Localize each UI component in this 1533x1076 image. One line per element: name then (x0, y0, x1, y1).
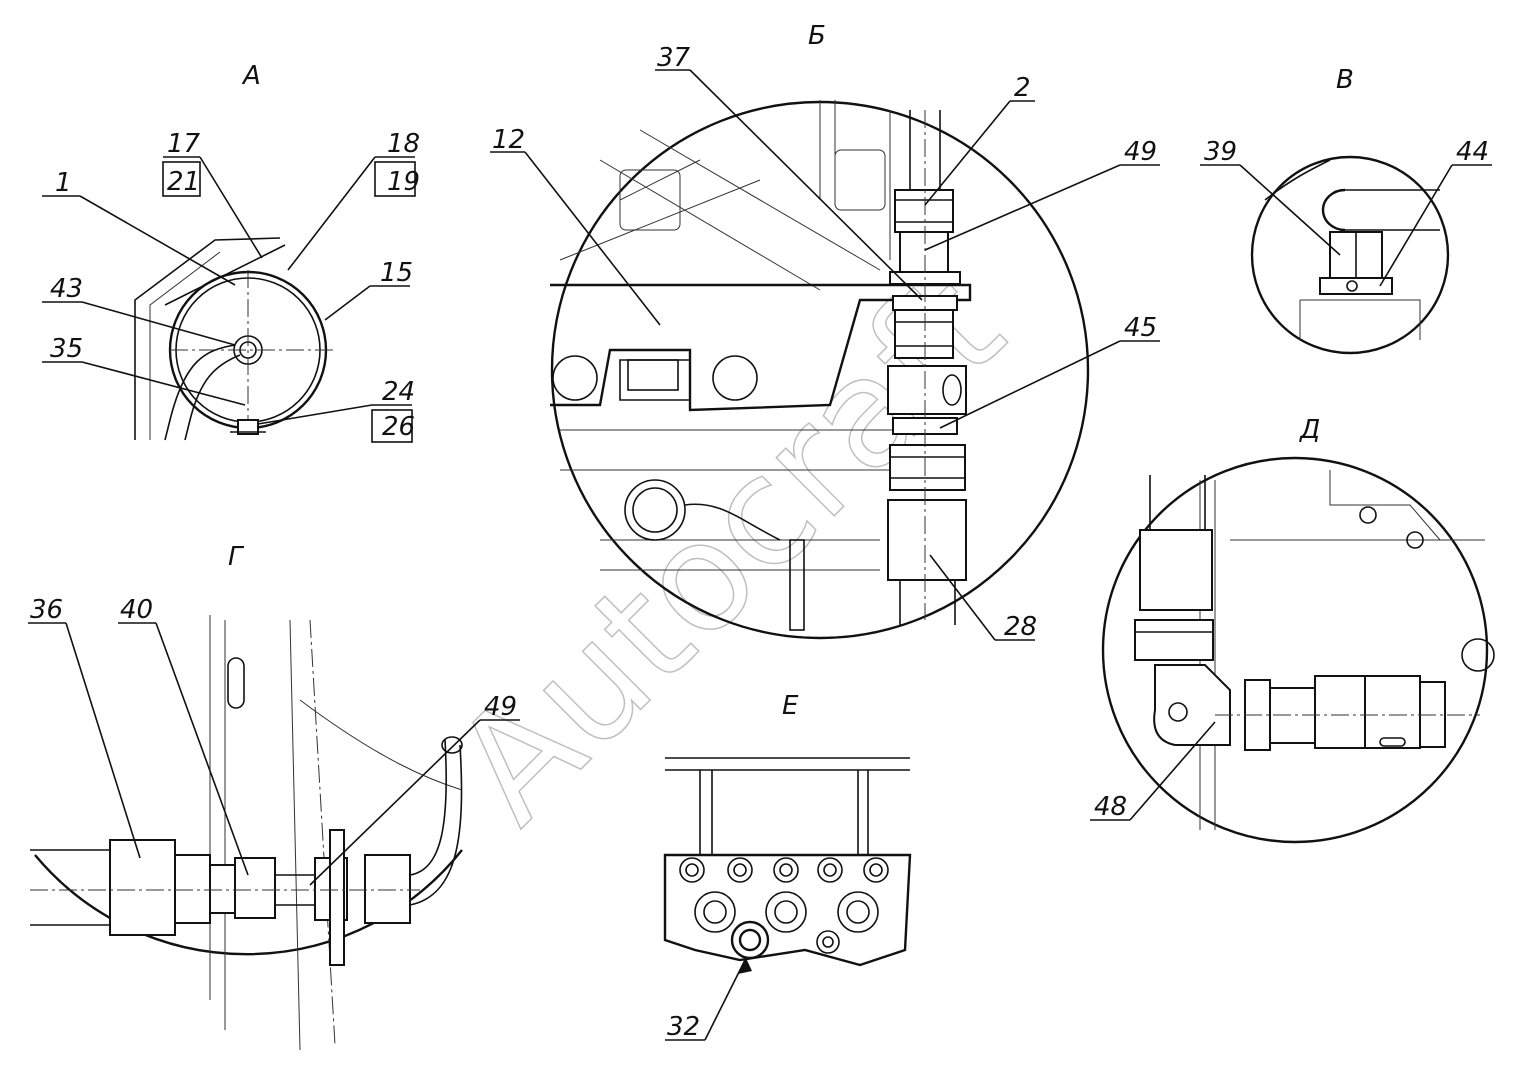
callout-49-g: 49 (484, 692, 517, 722)
callout-37: 37 (657, 43, 691, 73)
view-a-title: А (241, 61, 261, 91)
view-d-detail: Д 48 (1090, 415, 1495, 844)
callout-2: 2 (1014, 73, 1031, 103)
view-e-title: Е (782, 691, 799, 721)
callout-28: 28 (1004, 612, 1037, 642)
view-a-detail: А 17 21 (42, 61, 420, 443)
callout-19: 19 (387, 167, 420, 197)
view-b-detail: Б (490, 21, 1160, 642)
callout-44: 44 (1456, 137, 1489, 167)
view-v-detail: В 39 44 (1200, 65, 1492, 355)
callout-43: 43 (50, 274, 83, 304)
view-e-detail: Е 32 (663, 691, 912, 1042)
view-b-title: Б (808, 21, 826, 51)
callout-24: 24 (382, 377, 415, 407)
callout-21: 21 (167, 167, 200, 197)
callout-48: 48 (1094, 792, 1127, 822)
callout-12: 12 (492, 125, 525, 155)
view-v-title: В (1336, 65, 1354, 95)
callout-40: 40 (120, 595, 153, 625)
view-g-title: Г (228, 542, 245, 572)
callout-1: 1 (55, 168, 72, 198)
callout-49: 49 (1124, 137, 1157, 167)
callout-39: 39 (1204, 137, 1237, 167)
view-d-title: Д (1299, 415, 1320, 445)
callout-36: 36 (30, 595, 63, 625)
callout-35: 35 (50, 334, 83, 364)
callout-17: 17 (167, 129, 201, 159)
callout-32: 32 (667, 1012, 700, 1042)
view-g-detail: Г 36 40 49 (28, 542, 520, 1051)
callout-18: 18 (387, 129, 420, 159)
callout-15: 15 (380, 258, 413, 288)
callout-45: 45 (1124, 313, 1157, 343)
callout-26: 26 (382, 412, 415, 442)
